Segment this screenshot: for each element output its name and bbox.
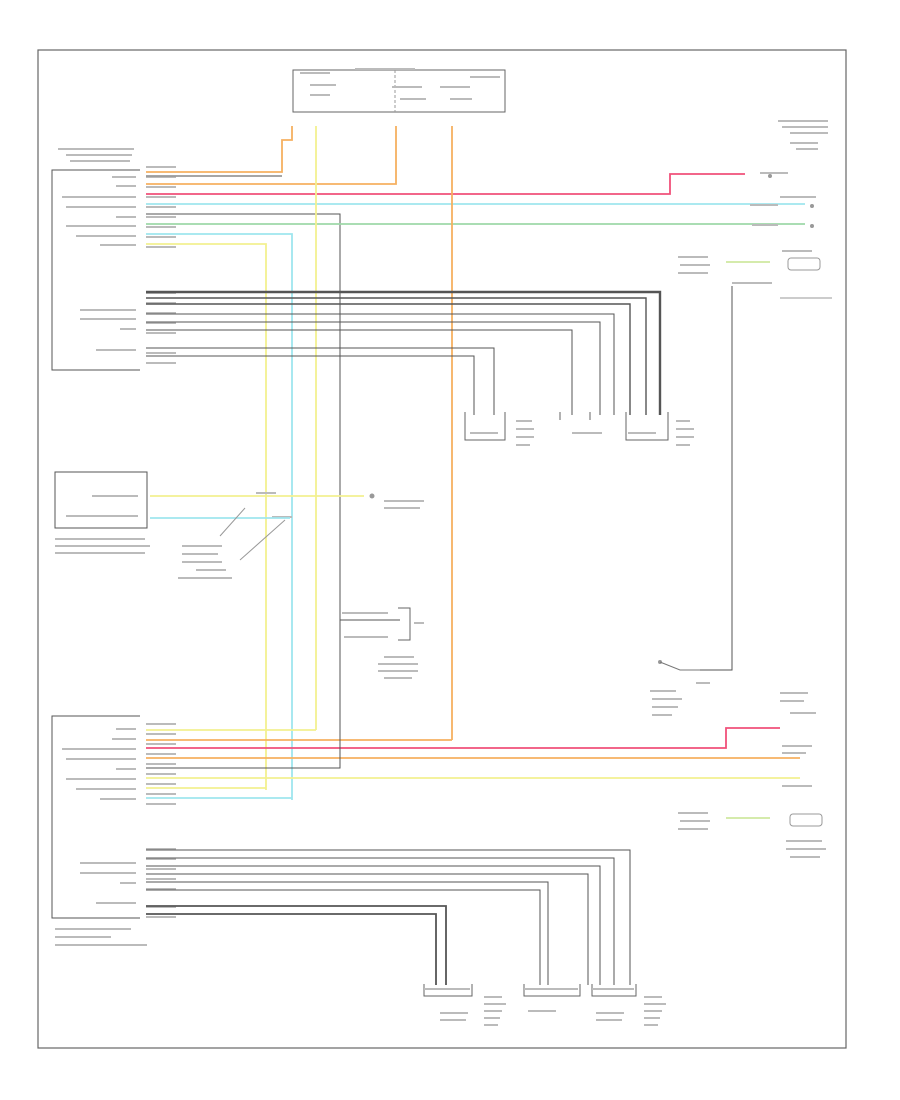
lower-module-pin-ids — [146, 723, 176, 918]
diagram-frame — [37, 49, 847, 1049]
upper-module-pin-ids — [146, 166, 176, 364]
lower-module-wires — [146, 620, 800, 985]
wire-black-right — [700, 286, 733, 671]
upper-control-module — [51, 148, 176, 371]
connector-pin-icon — [810, 204, 814, 208]
connector-pin-icon — [810, 224, 814, 228]
connector-pin-icon — [369, 493, 375, 499]
right-lower-components — [650, 660, 826, 858]
speaker-icon — [787, 257, 821, 271]
lower-connector-labels — [424, 988, 666, 1026]
upper-connector-labels — [470, 420, 694, 446]
middle-module — [54, 471, 424, 579]
wire-yellow-1 — [146, 243, 267, 790]
mid-relay — [342, 607, 424, 679]
lower-module-pin-labels — [55, 728, 147, 946]
right-upper-components — [678, 120, 832, 671]
top-relay-block — [292, 68, 506, 113]
upper-module-wires — [146, 126, 805, 800]
wire-cyan-2 — [146, 233, 293, 800]
upper-module-pin-labels — [58, 148, 136, 351]
speaker-icon — [789, 813, 823, 827]
wire-orange-2 — [146, 126, 397, 185]
upper-connector-group — [464, 412, 669, 441]
lower-control-module — [51, 715, 176, 946]
wire-black-1 — [146, 213, 400, 621]
wire-orange-1 — [146, 126, 293, 173]
wire-red-lower — [146, 727, 780, 749]
wire-red — [146, 173, 745, 195]
connector-pin-icon — [768, 174, 772, 178]
